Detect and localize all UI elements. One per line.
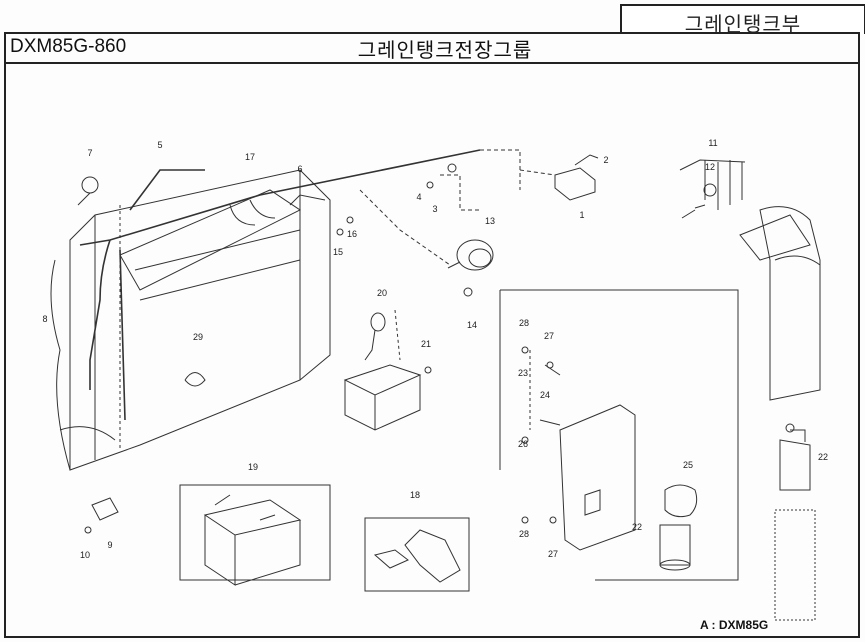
header-divider [4, 62, 860, 64]
callout-29: 29 [193, 332, 203, 342]
warning-lamp [447, 239, 494, 271]
callout-25: 25 [683, 460, 693, 470]
callout-2: 2 [603, 155, 608, 165]
callout-16: 16 [347, 229, 357, 239]
group-title: 그레인탱크전장그룹 [357, 38, 533, 62]
battery-box [179, 484, 331, 586]
callout-18: 18 [410, 490, 420, 500]
callout-26: 26 [518, 439, 528, 449]
model-code: DXM85G-860 [10, 36, 127, 57]
horn-part [81, 176, 99, 194]
callout-labels: 1234567891011121314151617181920212222232… [42, 138, 828, 560]
sensor-bracket-box [343, 364, 422, 431]
callout-22: 22 [632, 522, 642, 532]
relay-part [91, 497, 119, 521]
callout-11: 11 [708, 138, 717, 148]
sensor-harness-11 [679, 159, 746, 219]
main-wiring-harness [79, 149, 481, 421]
callout-27: 27 [548, 549, 558, 559]
callout-13: 13 [485, 216, 495, 226]
callout-1: 1 [579, 210, 584, 220]
model-footnote: A : DXM85G [700, 618, 769, 632]
callout-12: 12 [705, 162, 715, 172]
callout-28: 28 [519, 529, 529, 539]
callout-19: 19 [248, 462, 258, 472]
callout-4: 4 [416, 192, 421, 202]
callout-10: 10 [80, 550, 90, 560]
callout-21: 21 [421, 339, 431, 349]
callout-28: 28 [519, 318, 529, 328]
callout-7: 7 [87, 148, 92, 158]
elevator-tube [739, 206, 821, 621]
callout-3: 3 [432, 204, 437, 214]
section-title-box: 그레인탱크부 [620, 4, 865, 36]
controller-unit [554, 154, 599, 201]
callout-24: 24 [540, 390, 550, 400]
callout-20: 20 [377, 288, 387, 298]
callout-8: 8 [42, 314, 47, 324]
callout-23: 23 [518, 368, 528, 378]
switch-box [364, 517, 470, 592]
callout-6: 6 [297, 164, 302, 174]
sensor-part [370, 312, 386, 332]
callout-17: 17 [245, 152, 255, 162]
wiper-assembly-group [499, 289, 739, 581]
unloading-auger-tube [119, 189, 326, 291]
diagram-frame [4, 32, 860, 638]
grain-tank-outline [50, 169, 331, 471]
callout-14: 14 [467, 320, 477, 330]
callout-5: 5 [157, 140, 162, 150]
callout-27: 27 [544, 331, 554, 341]
callout-22: 22 [818, 452, 828, 462]
callout-9: 9 [107, 540, 112, 550]
callout-15: 15 [333, 247, 343, 257]
harness-clamp [184, 372, 206, 387]
